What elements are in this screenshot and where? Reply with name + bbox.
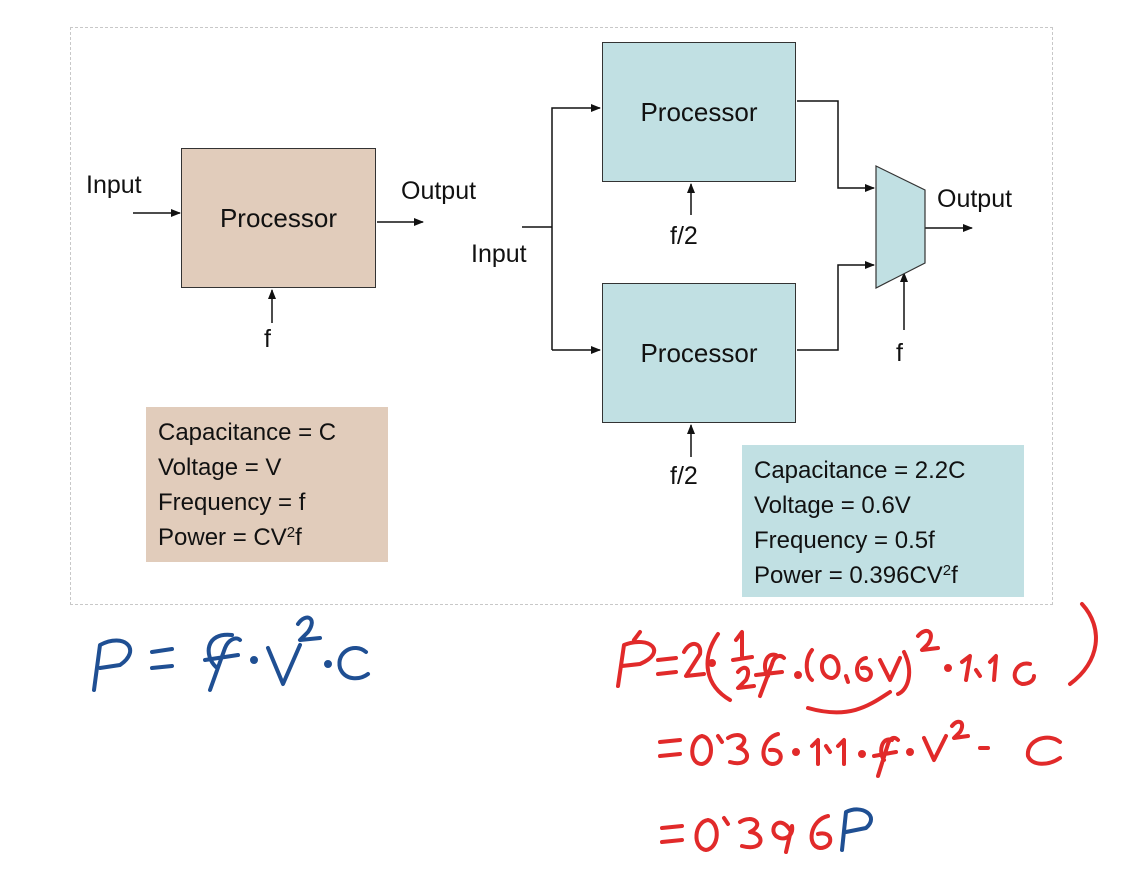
left-power: Power = CV2f (158, 524, 302, 551)
right-input-label: Input (471, 240, 527, 268)
right-voltage: Voltage = 0.6V (754, 492, 911, 519)
left-capacitance: Capacitance = C (158, 419, 337, 446)
handwritten-final-p (840, 807, 873, 852)
left-output-label: Output (401, 177, 477, 205)
right-info-box: Capacitance = 2.2C Voltage = 0.6V Freque… (742, 445, 1024, 597)
diagram-frame (70, 27, 1053, 605)
processor-top-label: Processor (640, 96, 758, 127)
right-capacitance: Capacitance = 2.2C (754, 457, 966, 484)
left-voltage: Voltage = V (158, 454, 282, 481)
right-output-label: Output (937, 185, 1013, 213)
mux-clock-label: f (896, 339, 903, 367)
processor-box-bottom: Processor (602, 283, 796, 423)
left-frequency: Frequency = f (158, 489, 306, 516)
bottom-clock-label: f/2 (670, 462, 698, 490)
processor-box-single: Processor (181, 148, 376, 288)
handwritten-line-2 (658, 719, 1062, 778)
left-info-box: Capacitance = C Voltage = V Frequency = … (146, 407, 388, 562)
handwritten-line-1 (616, 602, 1098, 715)
handwritten-left-equation (92, 615, 370, 692)
right-power: Power = 0.396CV2f (754, 562, 958, 589)
bottom-to-mux (797, 261, 875, 351)
top-clock-label: f/2 (670, 222, 698, 250)
multiplexer (875, 165, 926, 289)
right-input-to-top (551, 104, 601, 350)
left-clock-label: f (264, 325, 271, 353)
handwritten-line-3 (660, 814, 833, 854)
left-input-label: Input (86, 171, 142, 199)
right-frequency: Frequency = 0.5f (754, 527, 935, 554)
processor-label: Processor (219, 202, 338, 233)
processor-bottom-label: Processor (640, 337, 758, 368)
top-to-mux (797, 100, 875, 192)
processor-box-top: Processor (602, 42, 796, 182)
